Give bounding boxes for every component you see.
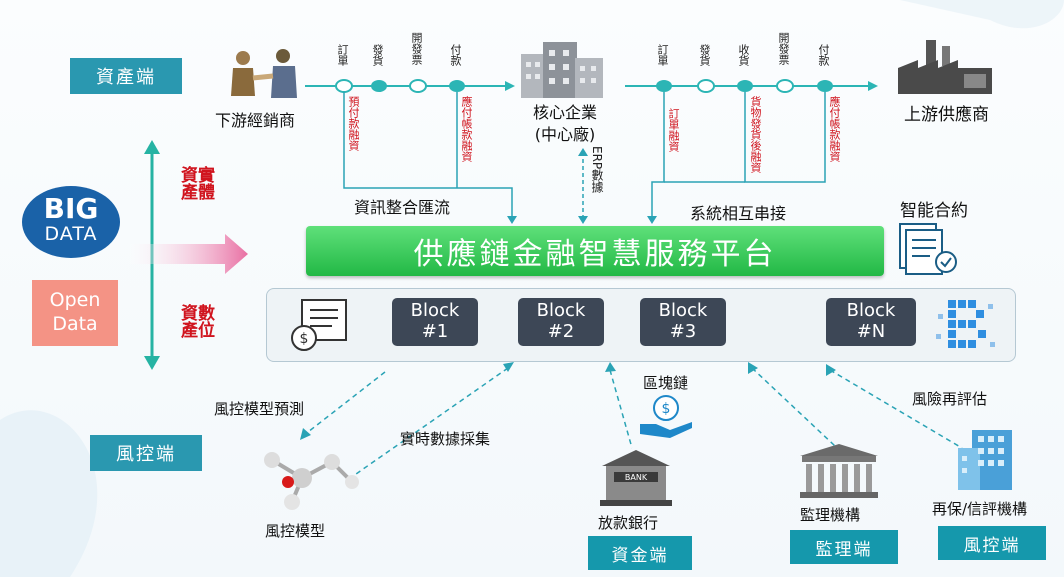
money-hand-icon: $ [640, 395, 692, 438]
open-data-badge: Open Data [32, 280, 118, 346]
risk-side-label: 風控端 [90, 435, 202, 471]
risk-model-label: 風控模型 [265, 522, 326, 540]
digital-assets-text: 數位資產 [177, 304, 214, 338]
risk-model-prediction-label: 風控模型預測 [214, 400, 305, 418]
info-integration-label: 資訊整合匯流 [354, 198, 451, 217]
government-building-icon [800, 444, 878, 498]
block-n-name: Block [846, 300, 896, 322]
order-financing-label: 訂單融資 [667, 108, 680, 152]
right-flow-receive: 收貨 [737, 44, 750, 66]
risk-reassessment-label: 風險再評估 [912, 390, 988, 408]
block-3-id: #3 [669, 321, 697, 342]
big-data-line1: BIG [43, 192, 99, 225]
block-2: Block #2 [518, 298, 604, 346]
block-1-id: #1 [421, 321, 449, 342]
open-data-line2: Data [52, 313, 98, 335]
system-connection-label: 系統相互串接 [690, 204, 787, 223]
molecule-icon [264, 452, 359, 510]
block-1-name: Block [410, 300, 460, 322]
blockchain-logo-icon [936, 300, 995, 348]
block-3-name: Block [658, 300, 708, 322]
reinsurance-rating-label: 再保/信評機構 [932, 500, 1028, 518]
payable-financing-right-label: 應付帳款融資 [828, 96, 841, 162]
document-check-icon [899, 223, 957, 275]
open-data-line1: Open [49, 289, 101, 311]
upstream-supplier-label: 上游供應商 [904, 105, 989, 125]
left-flow-invoice: 開發票 [410, 32, 423, 65]
physical-assets-label: 實體資產 [177, 166, 234, 208]
invoice-dollar-icon: $ [291, 299, 347, 351]
bank-icon: BANK [600, 450, 672, 506]
block-3: Block #3 [640, 298, 726, 346]
smart-contract-label: 智能合約 [900, 201, 968, 221]
block-n: Block #N [826, 298, 916, 346]
bank-sign-text: BANK [625, 473, 648, 482]
block-2-name: Block [536, 300, 586, 322]
post-shipment-financing-label: 貨物發貨後融資 [749, 96, 762, 173]
office-building-icon [521, 42, 603, 98]
left-flow-ship: 發貨 [371, 44, 384, 66]
right-flow-pay: 付款 [817, 44, 830, 66]
svg-text:$: $ [662, 401, 671, 417]
digital-assets-label: 數位資產 [177, 304, 234, 346]
funding-side-box: 資金端 [588, 536, 692, 570]
left-flow-pay: 付款 [449, 44, 462, 66]
block-1: Block #1 [392, 298, 478, 346]
factory-icon [898, 40, 992, 94]
right-flow-invoice: 開發票 [777, 32, 790, 65]
regulator-label: 監理機構 [800, 506, 861, 524]
right-flow-ship: 發貨 [698, 44, 711, 66]
regulatory-side-box: 監理端 [790, 530, 898, 564]
big-data-badge: BIG DATA [22, 186, 120, 258]
svg-text:$: $ [300, 331, 309, 347]
physical-assets-text: 實體資產 [177, 166, 214, 200]
handshake-icon [231, 49, 297, 98]
block-n-id: #N [856, 321, 886, 342]
downstream-dealer-label: 下游經銷商 [215, 111, 296, 130]
right-flow-order: 訂單 [656, 44, 669, 66]
platform-banner: 供應鏈金融智慧服務平台 [306, 226, 884, 276]
left-flow-order: 訂單 [336, 44, 349, 66]
realtime-data-collection-label: 實時數據採集 [400, 430, 491, 448]
blockchain-label: 區塊鏈 [643, 374, 689, 392]
block-2-id: #2 [547, 321, 575, 342]
erp-data-label: ERP數據 [590, 146, 604, 194]
prepaid-financing-label: 預付款融資 [347, 96, 360, 151]
risk-control-side-box: 風控端 [938, 526, 1046, 560]
big-data-line2: DATA [44, 223, 98, 245]
core-enterprise-label: 核心企業 (中心廠) [532, 103, 597, 144]
lending-bank-label: 放款銀行 [598, 514, 659, 532]
office-tower-icon [958, 430, 1012, 490]
payable-financing-left-label: 應付帳款融資 [460, 96, 473, 162]
asset-side-label: 資產端 [70, 58, 182, 94]
